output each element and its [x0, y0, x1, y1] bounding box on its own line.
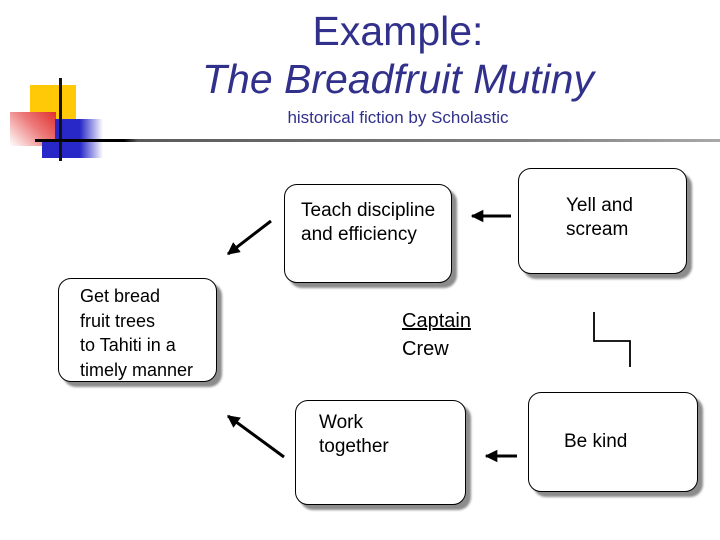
box-yell-and-scream-label: Yell and scream — [566, 195, 633, 241]
decoration-vertical-line — [59, 78, 62, 161]
corner-decoration — [0, 0, 180, 180]
box-teach-discipline: Teach discipline and efficiency — [284, 184, 452, 283]
yell-to-bekind-elbow — [593, 312, 631, 367]
box-get-breadfruit: Get bread fruit trees to Tahiti in a tim… — [58, 278, 217, 382]
title-divider-line — [35, 139, 720, 142]
decoration-blue-square-small — [42, 140, 74, 158]
slide-title: Example: — [312, 8, 484, 54]
slide-subtitle: historical fiction by Scholastic — [287, 108, 509, 127]
teach-to-getbread-arrow — [227, 219, 272, 256]
box-be-kind-label: Be kind — [564, 431, 628, 452]
captain-label: Captain — [402, 310, 471, 332]
crew-label: Crew — [402, 338, 449, 360]
captain-crew-label: Captain Crew — [402, 307, 471, 363]
slide-title-book-name: The Breadfruit Mutiny — [202, 56, 594, 102]
work-to-getbread-arrow — [226, 414, 285, 459]
box-be-kind: Be kind — [528, 392, 698, 492]
box-get-breadfruit-label: Get bread fruit trees to Tahiti in a tim… — [80, 286, 194, 380]
box-teach-discipline-label: Teach discipline and efficiency — [301, 200, 436, 246]
title-block: Example: The Breadfruit Mutiny historica… — [76, 8, 720, 128]
box-work-together-label: Work together — [319, 412, 389, 458]
box-yell-and-scream: Yell and scream — [518, 168, 687, 274]
box-work-together: Work together — [295, 400, 466, 505]
